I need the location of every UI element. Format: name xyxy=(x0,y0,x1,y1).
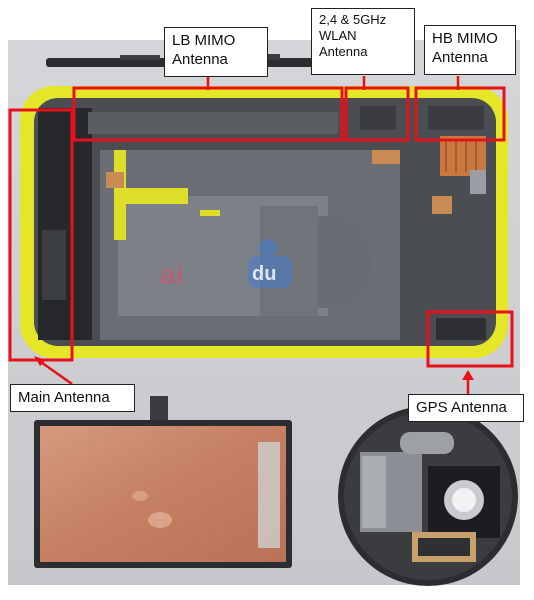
gps-antenna-box xyxy=(426,310,514,368)
watermark-logo: ai xyxy=(160,259,183,290)
battery-pack xyxy=(34,396,292,568)
label-arrows xyxy=(34,76,474,394)
hb-mimo-label: HB MIMO Antenna xyxy=(424,25,516,75)
lb-mimo-label: LB MIMO Antenna xyxy=(164,27,268,77)
svg-text:du: du xyxy=(252,263,276,285)
camera-module-disc xyxy=(338,406,518,586)
watermark-paw-icon xyxy=(259,239,277,257)
phone-frame xyxy=(20,86,508,358)
wlan-box xyxy=(344,86,410,142)
wlan-label: 2,4 & 5GHz WLAN Antenna xyxy=(311,8,415,75)
gps-antenna-label: GPS Antenna xyxy=(408,394,524,422)
hb-mimo-box xyxy=(414,86,506,142)
main-antenna-label: Main Antenna xyxy=(10,384,135,412)
